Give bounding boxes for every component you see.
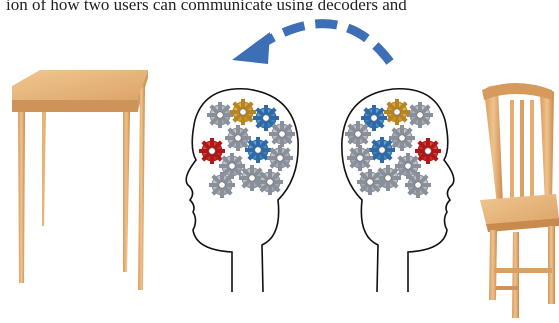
table-image: [12, 70, 148, 290]
dashed-arrow: [232, 24, 390, 64]
left-head-icon: [186, 89, 298, 292]
chair-image: [480, 83, 559, 318]
right-head-icon: [342, 89, 454, 292]
